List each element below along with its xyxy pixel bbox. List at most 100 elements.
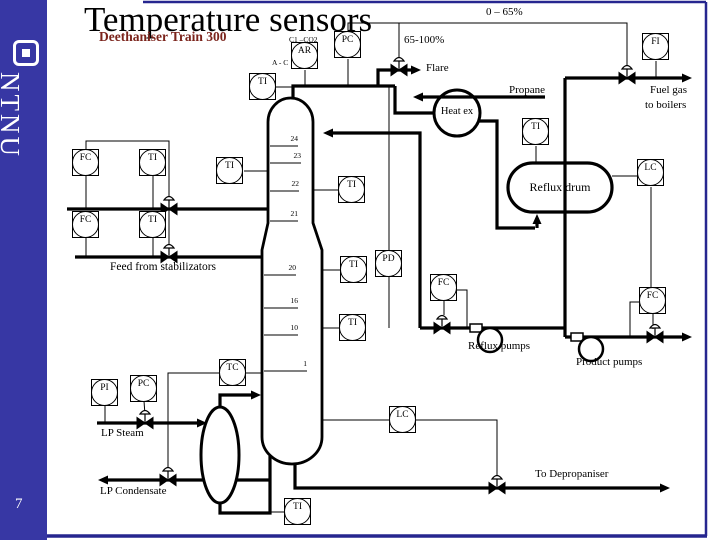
instrument-tag: FC: [646, 291, 659, 301]
signal-fc-feed-valves: [85, 140, 170, 249]
label-propane: Propane: [509, 84, 546, 96]
slide-frame: [47, 0, 708, 538]
reflux-drum-vessel: [506, 161, 614, 214]
ntnu-logo-dot: [22, 49, 30, 57]
slide-subtitle: Deethaniser Train 300: [99, 29, 227, 44]
instrument-pc-overhead: PC: [334, 31, 361, 58]
instrument-ti-feed1: TI: [139, 149, 166, 176]
instrument-pi-steam: PI: [91, 379, 118, 406]
ntnu-logo-text: NTNU: [0, 72, 25, 159]
pipe-overhead: [291, 84, 395, 98]
instrument-tag: AR: [297, 46, 312, 56]
tray-number-1: 1: [303, 359, 307, 368]
instrument-ti-reboiler: TI: [284, 498, 311, 525]
instrument-pd-column: PD: [375, 250, 402, 277]
tray-number-16: 16: [290, 296, 299, 305]
instrument-tag: FC: [79, 215, 92, 225]
signal-row2-taps: [85, 238, 154, 257]
signal-lc-bottoms-valve: [322, 419, 498, 479]
distillation-column-vessel: [260, 96, 324, 466]
product-pump-flange: [570, 332, 584, 342]
arrow-fuel-gas: [682, 73, 692, 83]
pipe-reboiler-liquid: [218, 456, 272, 515]
instrument-ti-tray22: TI: [338, 176, 365, 203]
label-lp-steam: LP Steam: [101, 427, 144, 439]
instrument-tag: FC: [437, 278, 450, 288]
instrument-tag: TI: [531, 122, 540, 132]
instrument-ti-feed2: TI: [139, 211, 166, 238]
slide-title: Temperature sensors: [84, 0, 373, 39]
reflux-pump-flange: [469, 323, 483, 333]
arrow-product-out: [682, 332, 692, 342]
pipe-bottoms-product: [293, 462, 665, 490]
instrument-tag: TI: [148, 153, 157, 163]
instrument-fc-feed2: FC: [72, 211, 99, 238]
label-stream-note: C1 –CO2: [289, 35, 318, 44]
ntnu-logo-icon: [13, 40, 39, 66]
instrument-tag: TI: [258, 77, 267, 87]
signal-tc-condensate-valve: [167, 372, 262, 471]
signal-fc-reflux-valve: [443, 289, 468, 328]
tray-number-22: 22: [291, 179, 300, 188]
reflux-pump: [476, 326, 504, 354]
product-pump: [577, 335, 605, 363]
label-flare: Flare: [426, 62, 449, 74]
instrument-ti-column-top: TI: [249, 73, 276, 100]
instrument-tag: FC: [79, 153, 92, 163]
flow-arrows: [98, 65, 692, 493]
instrument-tag: PD: [382, 254, 395, 264]
instrument-tag: TI: [347, 180, 356, 190]
label-fuel-gas: Fuel gas: [650, 84, 687, 96]
label-analyzer-note: A - C: [272, 58, 289, 67]
arrow-condensate-out: [98, 475, 108, 485]
tray-number-23: 23: [293, 151, 302, 160]
pipe-to-heatex: [393, 86, 434, 115]
signal-row1-taps: [85, 176, 154, 209]
instrument-tag: LC: [396, 410, 409, 420]
tray-number-20: 20: [288, 263, 297, 272]
label-feed: Feed from stabilizators: [110, 261, 217, 273]
page-number: 7: [15, 496, 23, 512]
instrument-fi-fuel-gas: FI: [642, 33, 669, 60]
label-lp-condensate: LP Condensate: [100, 485, 167, 497]
tray-number-21: 21: [290, 209, 299, 218]
pipes: [67, 68, 686, 515]
tray-number-24: 24: [290, 134, 299, 143]
instrument-tag: TI: [148, 215, 157, 225]
pipe-reflux-return: [327, 131, 422, 328]
pumps: [469, 323, 605, 363]
instrument-tag: TI: [348, 318, 357, 328]
ntnu-sidebar: NTNU 7: [0, 0, 47, 540]
instrument-ti-tray23: TI: [216, 157, 243, 184]
label-heat-ex: Heat ex: [440, 106, 474, 117]
instrument-fc-product: FC: [639, 287, 666, 314]
instrument-lc-column-bottom: LC: [389, 406, 416, 433]
instrument-tag: TI: [293, 502, 302, 512]
instrument-tag: LC: [644, 163, 657, 173]
arrow-to-depropaniser: [660, 483, 670, 493]
label-reflux-drum: Reflux drum: [529, 180, 591, 194]
tray-lines: [264, 145, 307, 372]
pipes-over-vessels: [418, 78, 567, 337]
instrument-tag: PC: [137, 379, 150, 389]
instrument-pc-steam: PC: [130, 375, 157, 402]
signal-lines: [85, 22, 657, 513]
instrument-tag: PI: [100, 383, 109, 393]
instrument-ti-reflux-drum: TI: [522, 118, 549, 145]
instrument-tag: PC: [341, 35, 354, 45]
label-range-low: 0 – 65%: [486, 6, 523, 18]
arrow-flare: [411, 65, 421, 75]
arrow-propane-out: [413, 92, 423, 102]
instrument-ti-tray10: TI: [339, 314, 366, 341]
instrument-fc-reflux: FC: [430, 274, 457, 301]
tray-number-10: 10: [290, 323, 299, 332]
instrument-lc-reflux-drum: LC: [637, 159, 664, 186]
instrument-ti-tray20: TI: [340, 256, 367, 283]
reboiler-vessel: [199, 405, 241, 505]
heat-exchanger-vessel: [432, 88, 482, 138]
arrow-into-drum: [532, 214, 542, 224]
instrument-tag: TC: [226, 363, 239, 373]
instrument-fc-feed1: FC: [72, 149, 99, 176]
